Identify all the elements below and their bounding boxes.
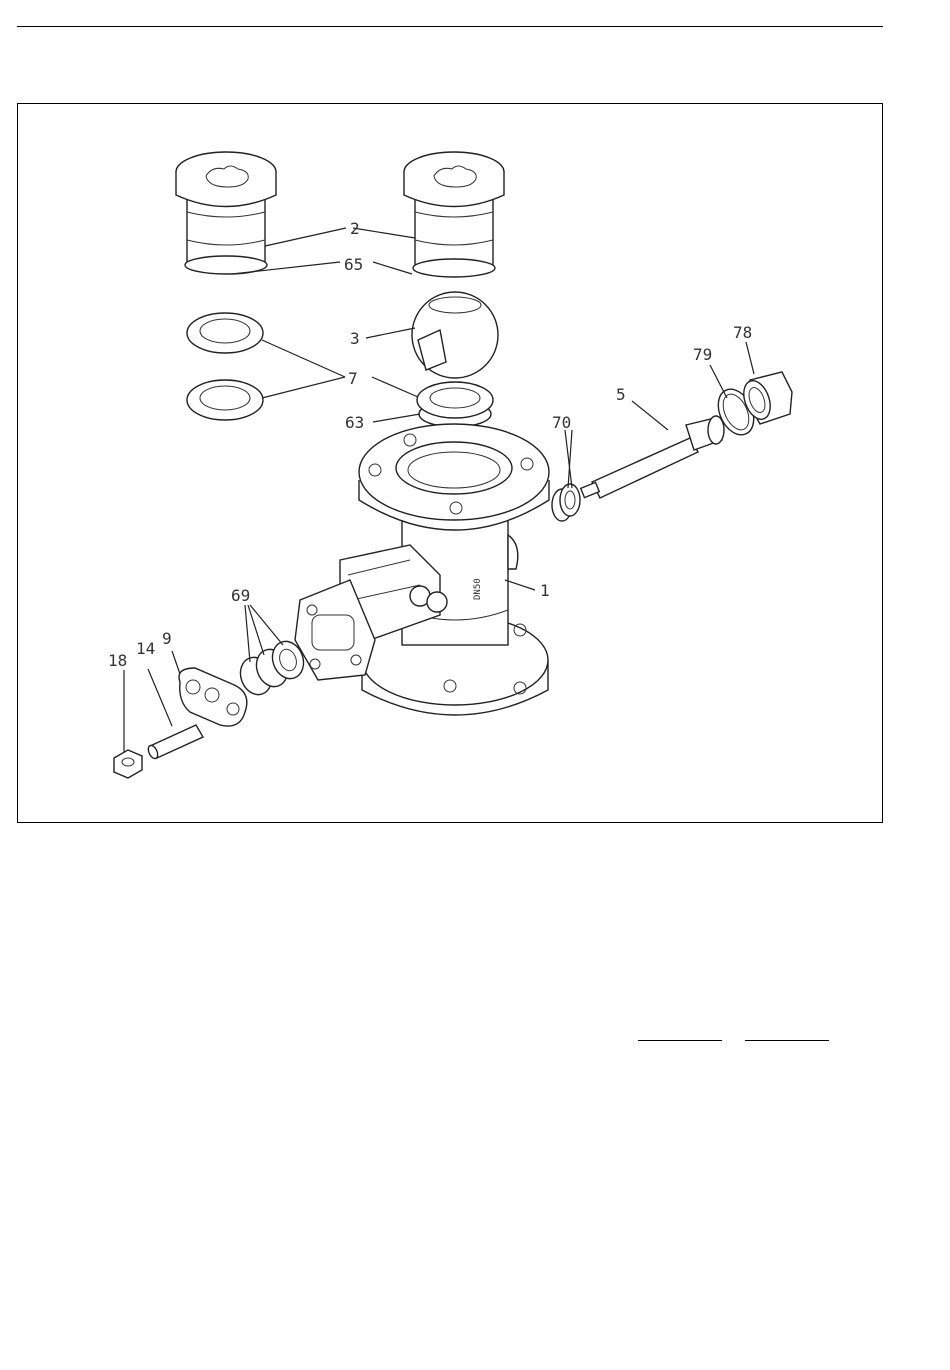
- valve-body: DN50: [295, 424, 549, 715]
- ball: [412, 292, 498, 378]
- callout-2: 2: [350, 219, 360, 238]
- callout-69: 69: [231, 586, 250, 605]
- ring-left-lower: [187, 380, 263, 420]
- callout-3: 3: [350, 329, 360, 348]
- link-plate-9: [179, 668, 247, 726]
- washers-70: [552, 484, 580, 521]
- callout-7: 7: [348, 369, 358, 388]
- ring-left-upper: [187, 313, 263, 353]
- stem: [581, 416, 724, 498]
- callout-14: 14: [136, 639, 155, 658]
- callout-1: 1: [540, 581, 550, 600]
- callout-65: 65: [344, 255, 363, 274]
- nut-18: [114, 750, 142, 778]
- callout-79: 79: [693, 345, 712, 364]
- callout-18: 18: [108, 651, 127, 670]
- pin-14: [146, 725, 203, 760]
- springs-69: [235, 637, 308, 699]
- callout-70: 70: [552, 413, 571, 432]
- ring-centre: [417, 382, 493, 427]
- callout-9: 9: [162, 629, 172, 648]
- seat-right: [404, 152, 504, 277]
- svg-text:DN50: DN50: [473, 578, 483, 600]
- callout-5: 5: [616, 385, 626, 404]
- seat-left: [176, 152, 276, 274]
- callout-63: 63: [345, 413, 364, 432]
- callout-78: 78: [733, 323, 752, 342]
